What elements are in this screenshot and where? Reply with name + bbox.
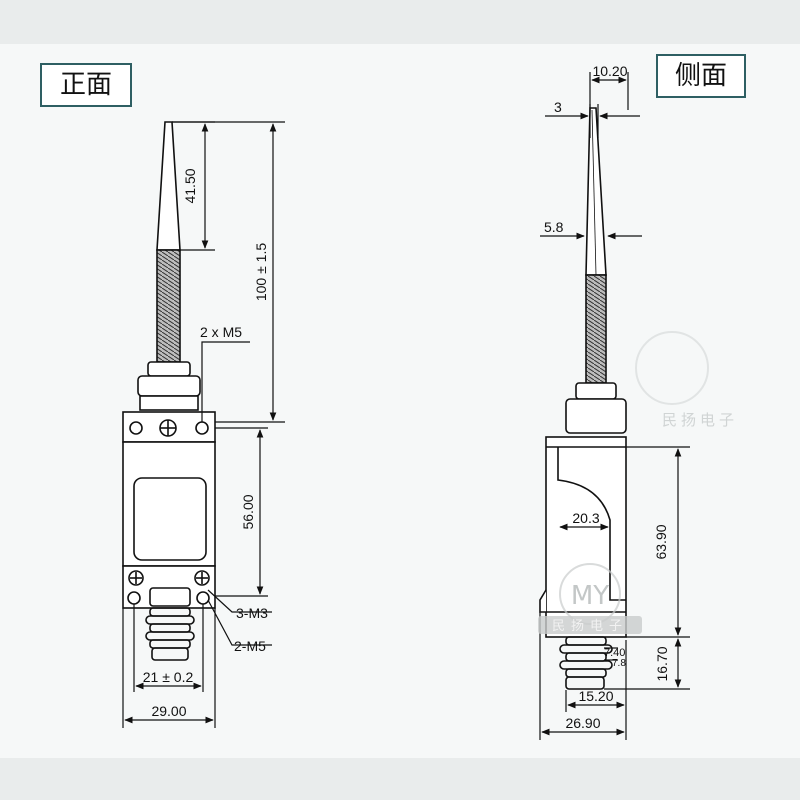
dim-plunger-a: 7.40 [604, 647, 625, 659]
dim-rod-tip: 3 [554, 99, 562, 115]
watermark-brand: 民扬电子 [662, 411, 738, 429]
watermark-faint-ring [635, 331, 709, 405]
watermark-logo-text: MY [571, 581, 609, 611]
dim-rod-base: 5.8 [544, 219, 564, 235]
side-body [545, 436, 627, 638]
front-rod-taper [156, 121, 181, 251]
front-dimensions [122, 121, 285, 728]
bottom-band [0, 758, 800, 800]
front-bottom-flange [122, 565, 216, 609]
top-band [0, 0, 800, 44]
front-top-flange [122, 411, 216, 443]
side-plunger-boot [559, 636, 613, 690]
watermark: MY 民扬电子 民扬电子 [538, 331, 738, 634]
dim-body-height: 56.00 [240, 494, 256, 529]
dim-screw-m3: 3-M3 [236, 605, 268, 621]
front-view [122, 121, 216, 661]
dim-top-mount: 2 x M5 [200, 324, 242, 340]
dim-hole-spacing: 21 ± 0.2 [143, 669, 194, 685]
side-neck-collar [565, 398, 627, 434]
side-cam [557, 447, 626, 601]
dim-bottom-height: 16.70 [654, 646, 670, 681]
side-dimensions [539, 72, 690, 740]
dim-bottom-width: 15.20 [578, 688, 613, 704]
front-view-label: 正面 [40, 63, 132, 107]
front-spring [156, 249, 181, 363]
dim-rod-taper: 41.50 [182, 168, 198, 203]
dim-cam-depth: 20.3 [572, 510, 599, 526]
dim-screw-m5: 2-M5 [234, 638, 266, 654]
side-view-label: 侧面 [656, 54, 746, 98]
side-view [539, 107, 627, 690]
dim-rod-top: 10.20 [592, 63, 627, 79]
front-neck-collar [137, 375, 201, 397]
dim-overall-height: 100 ± 1.5 [253, 243, 269, 301]
front-hole-left [129, 421, 143, 435]
front-plunger-boot [145, 607, 195, 661]
dim-body-depth: 26.90 [565, 715, 600, 731]
front-neck [147, 361, 191, 377]
dim-body-width: 29.00 [151, 703, 186, 719]
dim-side-body-height: 63.90 [653, 524, 669, 559]
drawing-canvas [0, 44, 800, 758]
front-window [133, 477, 207, 561]
watermark-banner-text: 民扬电子 [552, 619, 628, 634]
watermark-banner [538, 616, 642, 634]
dim-plunger-b: 7.8 [612, 658, 626, 669]
front-body [122, 441, 216, 567]
side-spring [585, 274, 607, 384]
side-rod-taper [585, 107, 607, 276]
